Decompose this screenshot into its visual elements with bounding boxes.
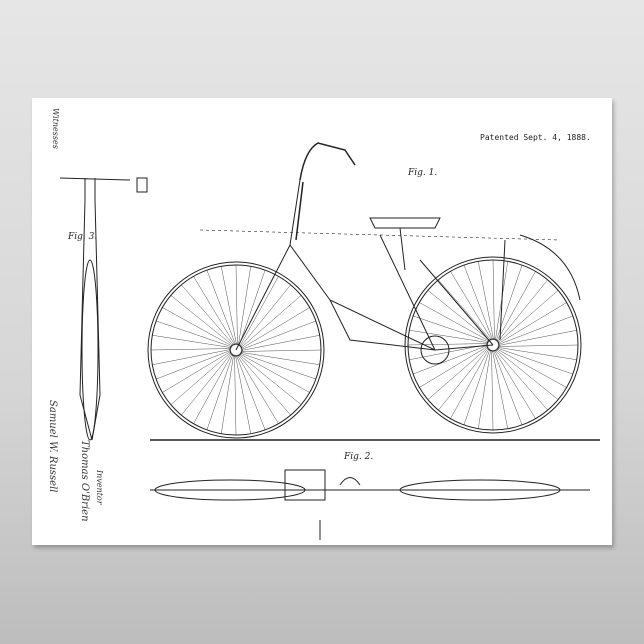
front-view-fork (59, 177, 131, 441)
spoke (493, 349, 523, 425)
spoke (240, 284, 291, 348)
spoke (419, 302, 490, 342)
spoke (463, 348, 491, 425)
spoke (238, 266, 251, 346)
spoke (492, 349, 508, 429)
spoke (240, 320, 316, 350)
spoke (240, 335, 320, 351)
spoke (181, 352, 232, 416)
saddle (369, 217, 441, 271)
spoke (236, 354, 279, 424)
rear-wheel (404, 256, 582, 434)
spoke (463, 265, 493, 341)
spoke (152, 349, 232, 365)
spoke (239, 353, 310, 393)
spoke (162, 307, 233, 347)
plan-rear-wheel (399, 479, 561, 501)
spoke (156, 320, 233, 348)
spoke (478, 349, 491, 429)
spoke (239, 276, 279, 347)
handlebar (295, 142, 356, 241)
spoke (497, 302, 567, 345)
front-view-wheel (81, 259, 99, 441)
spoke (496, 348, 567, 388)
spoke (497, 347, 577, 360)
spoke (494, 349, 548, 411)
plan-frame-box (284, 469, 326, 501)
spoke (413, 315, 490, 343)
rear-hub (486, 338, 500, 352)
fig-2-label: Fig. 2. (344, 452, 374, 462)
spoke (236, 354, 266, 430)
spoke (492, 259, 495, 341)
wheel-spokes (150, 259, 579, 436)
witnesses-label: Witnesses (51, 108, 60, 149)
spoke (491, 349, 494, 431)
spoke (419, 345, 489, 388)
spoke (156, 350, 232, 380)
spoke (240, 349, 322, 352)
fig-3-label: Fig. 3. (68, 232, 98, 242)
spoke (221, 266, 237, 346)
spoke (450, 271, 493, 341)
spoke (238, 270, 266, 347)
spoke (497, 344, 579, 347)
spoke (438, 279, 492, 341)
spoke (240, 295, 302, 349)
spoke (409, 330, 489, 343)
spoke (237, 354, 291, 416)
front-view (59, 177, 148, 441)
spoke (193, 276, 236, 346)
spoke (438, 347, 489, 411)
spoke (497, 330, 577, 346)
mudguard (499, 234, 581, 341)
front-view-lamp (136, 177, 148, 193)
spoke (413, 345, 489, 375)
spoke (497, 279, 548, 343)
spoke (238, 354, 302, 405)
inventor-signature: Thomas O'Brien (79, 440, 90, 522)
plan-pedal (319, 477, 361, 540)
side-view-bicycle (147, 142, 600, 441)
plan-view (150, 469, 590, 540)
spoke (497, 290, 559, 344)
inventor-label: Inventor (95, 470, 104, 505)
attorney-signature: Samuel W. Russell (47, 400, 58, 493)
spoke (235, 264, 238, 346)
front-hub (229, 343, 243, 357)
spoke (234, 354, 237, 436)
spoke (162, 350, 232, 393)
spoke (478, 261, 494, 341)
spoke (181, 284, 235, 346)
spoke (497, 315, 573, 345)
spoke (495, 349, 559, 400)
spoke (450, 348, 490, 419)
fig-1-label: Fig. 1. (408, 168, 438, 178)
spoke (221, 354, 234, 434)
front-wheel (147, 261, 325, 439)
chainring (420, 335, 450, 365)
spoke (493, 349, 536, 419)
spoke (206, 270, 236, 346)
spoke (240, 307, 310, 350)
spoke (496, 347, 573, 375)
spoke (206, 353, 234, 430)
spoke (235, 354, 251, 434)
patent-date: Patented Sept. 4, 1888. (480, 133, 591, 142)
spoke (240, 352, 320, 365)
spoke (193, 353, 233, 424)
spoke (170, 295, 234, 346)
spoke (427, 346, 489, 400)
frame (235, 179, 494, 351)
spoke (152, 335, 232, 348)
plan-front-wheel (154, 479, 306, 501)
spoke (170, 351, 232, 405)
spoke (239, 352, 316, 380)
spoke (150, 348, 232, 351)
dashed-axis (199, 229, 561, 241)
spoke (427, 290, 491, 341)
spoke (496, 271, 536, 342)
